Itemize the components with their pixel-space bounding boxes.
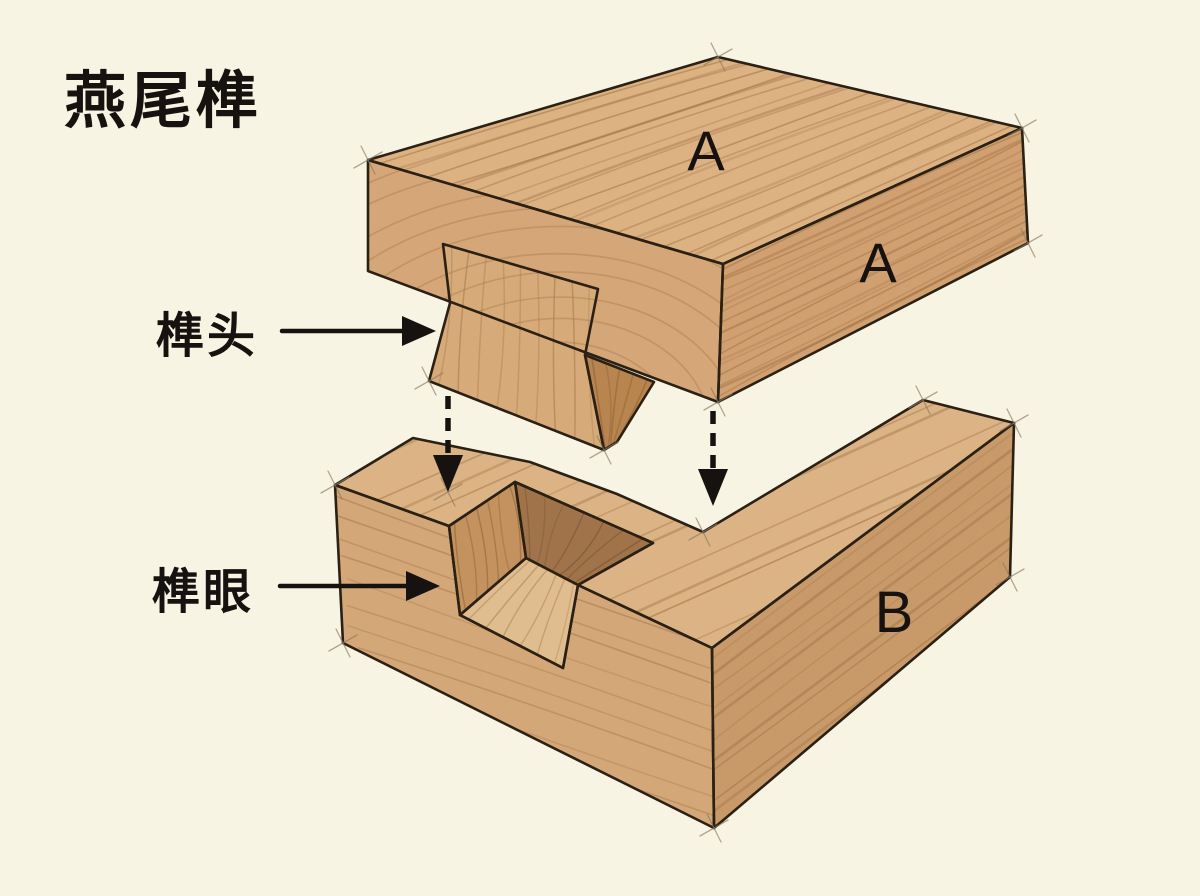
block-a-top-face bbox=[368, 57, 1022, 264]
diagram-title: 燕尾榫 bbox=[64, 67, 262, 136]
block-b bbox=[335, 400, 1014, 828]
tenon-label: 榫头 bbox=[156, 310, 258, 363]
assembly-arrow-right bbox=[698, 411, 728, 506]
block-a bbox=[368, 57, 1028, 450]
assembly-arrow-left bbox=[433, 396, 463, 492]
mortise-left-wall bbox=[449, 482, 526, 615]
mortise-back-wall bbox=[515, 482, 653, 585]
block-a-front-letter: A bbox=[859, 231, 897, 294]
tenon-arrow bbox=[279, 316, 436, 346]
sketch-tick-marks bbox=[320, 42, 1043, 843]
block-a-front-face bbox=[718, 128, 1028, 402]
mortise-floor bbox=[460, 558, 578, 668]
tenon-front-face bbox=[429, 244, 604, 450]
block-b-front-left-face bbox=[335, 485, 714, 828]
block-b-letter: B bbox=[875, 580, 914, 645]
block-b-top-face bbox=[335, 400, 1014, 648]
block-b-front-right-face bbox=[712, 423, 1014, 828]
block-a-top-letter: A bbox=[687, 119, 725, 182]
mortise-label: 榫眼 bbox=[152, 566, 254, 619]
mortise-arrow bbox=[277, 571, 440, 601]
